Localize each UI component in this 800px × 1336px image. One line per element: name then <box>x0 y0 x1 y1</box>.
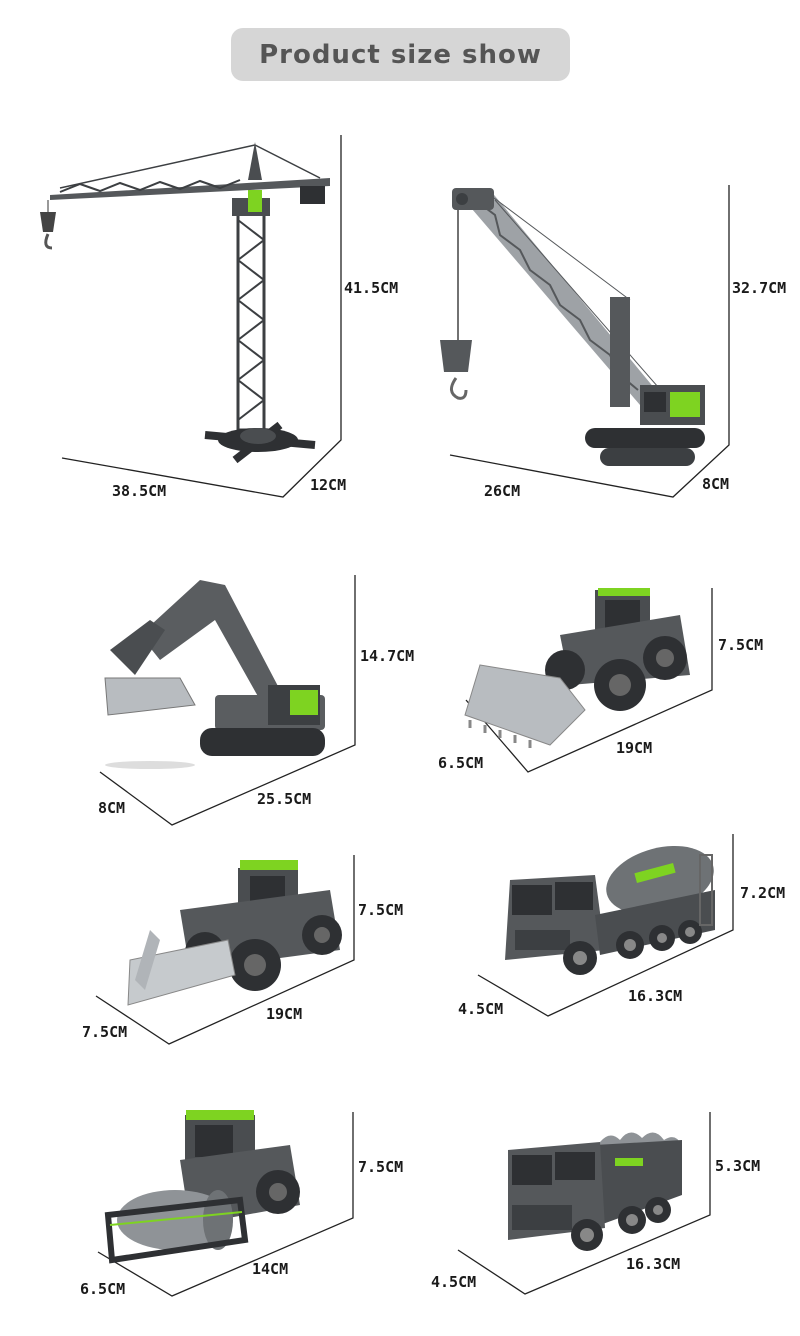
product-road-roller: 7.5CM 14CM 6.5CM <box>0 1100 404 1336</box>
width-label: 12CM <box>310 476 347 494</box>
height-label: 7.2CM <box>740 884 786 902</box>
height-label: 41.5CM <box>344 279 399 297</box>
dimension-lines <box>465 588 713 773</box>
dimension-lines <box>457 1112 711 1295</box>
width-label: 7.5CM <box>82 1023 128 1041</box>
mixer-truck-image <box>505 845 715 975</box>
product-snow-plow-loader: 7.5CM 19CM 7.5CM <box>0 840 404 1070</box>
page-title: Product size show <box>259 39 542 70</box>
product-tower-crane: 41.5CM 38.5CM 12CM <box>0 0 400 520</box>
wheel-loader-image <box>464 588 690 748</box>
width-label: 6.5CM <box>80 1280 126 1298</box>
length-label: 38.5CM <box>112 482 167 500</box>
road-roller-image <box>104 1110 300 1264</box>
height-label: 7.5CM <box>358 1158 404 1176</box>
length-label: 26CM <box>484 482 521 500</box>
height-label: 7.5CM <box>718 636 764 654</box>
product-wheel-loader: 7.5CM 19CM 6.5CM <box>400 560 800 840</box>
length-label: 16.3CM <box>628 987 683 1005</box>
length-label: 19CM <box>616 739 653 757</box>
width-label: 8CM <box>702 475 730 493</box>
product-crawler-crane: 32.7CM 26CM 8CM <box>400 0 800 520</box>
title-banner: Product size show <box>231 28 570 81</box>
length-label: 14CM <box>252 1260 289 1278</box>
dimension-lines <box>477 834 734 1017</box>
product-mixer-truck: 7.2CM 16.3CM 4.5CM <box>400 820 800 1050</box>
length-label: 19CM <box>266 1005 303 1023</box>
dimension-lines <box>61 135 342 498</box>
height-label: 7.5CM <box>358 901 404 919</box>
length-label: 25.5CM <box>257 790 312 808</box>
width-label: 4.5CM <box>458 1000 504 1018</box>
dimension-lines <box>95 855 355 1045</box>
height-label: 32.7CM <box>732 279 787 297</box>
length-label: 16.3CM <box>626 1255 681 1273</box>
width-label: 8CM <box>98 799 126 817</box>
excavator-image <box>104 580 325 769</box>
tower-crane-image <box>40 142 330 464</box>
dimension-lines <box>99 575 356 826</box>
dump-truck-image <box>508 1132 682 1251</box>
height-label: 5.3CM <box>715 1157 761 1175</box>
width-label: 6.5CM <box>438 754 484 772</box>
dimension-lines <box>97 1112 354 1297</box>
width-label: 4.5CM <box>431 1273 477 1291</box>
dimension-lines <box>449 185 730 498</box>
snow-plow-image <box>127 860 342 1006</box>
height-label: 14.7CM <box>360 647 415 665</box>
product-dump-truck: 5.3CM 16.3CM 4.5CM <box>400 1100 800 1336</box>
product-excavator: 14.7CM 25.5CM 8CM <box>0 560 414 840</box>
crawler-crane-image <box>440 188 705 466</box>
